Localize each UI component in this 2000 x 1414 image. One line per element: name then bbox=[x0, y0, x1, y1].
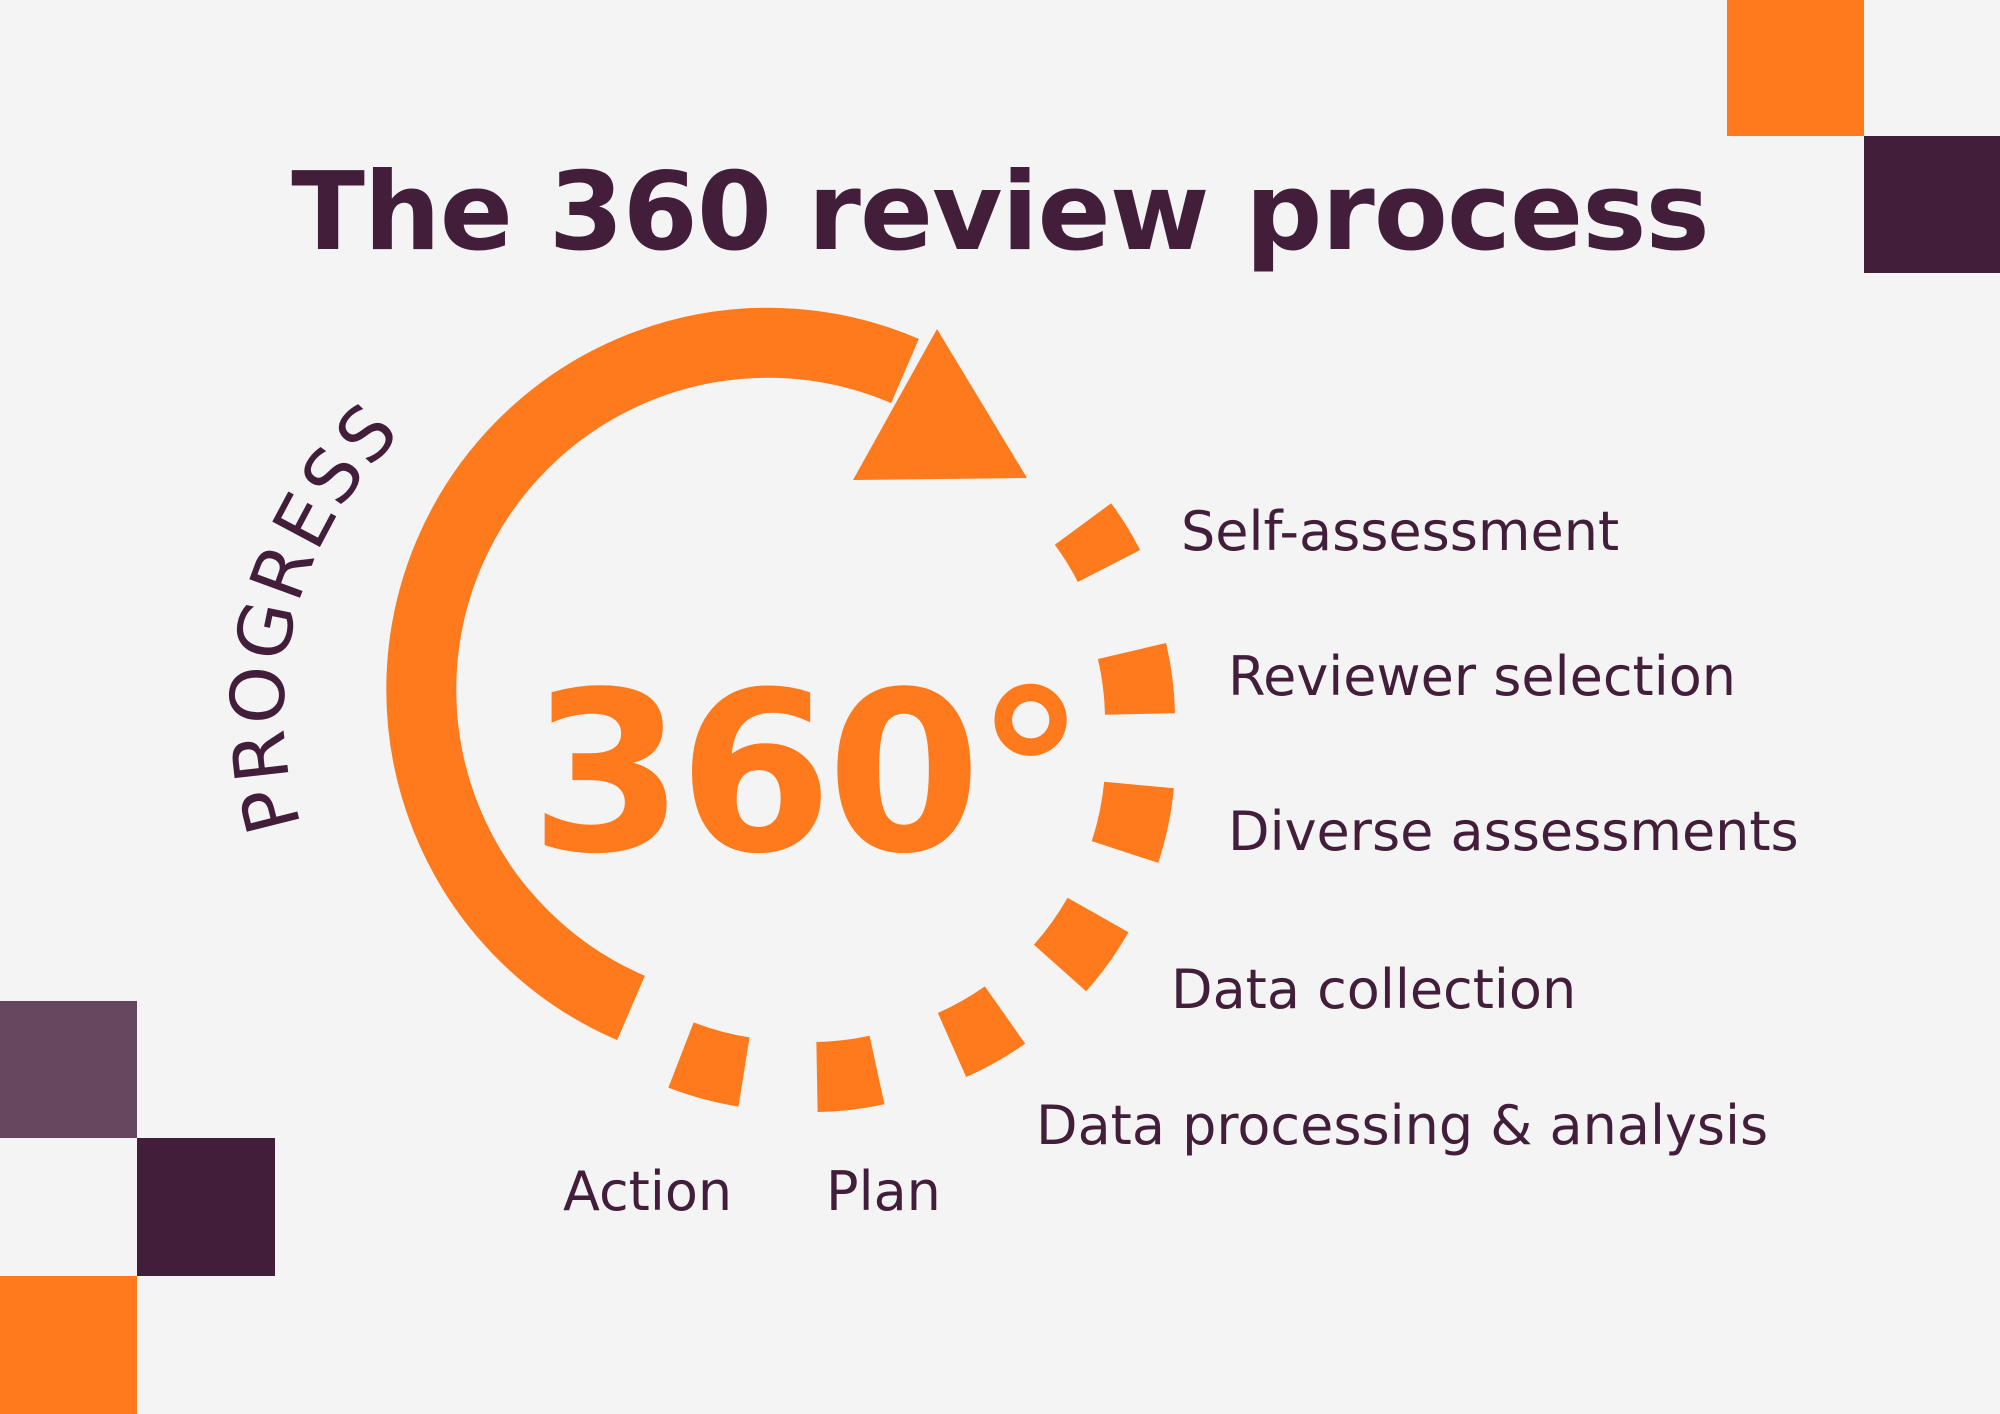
deco-square-muted-bottom bbox=[0, 1001, 137, 1138]
progress-arc bbox=[386, 307, 919, 1041]
segment-self-assessment bbox=[1054, 503, 1141, 583]
step-label-self-assessment: Self-assessment bbox=[1181, 500, 1620, 563]
segment-reviewer-selection bbox=[1097, 643, 1175, 716]
deco-square-dark-bottom bbox=[137, 1138, 275, 1276]
segment-action bbox=[668, 1022, 751, 1107]
step-label-diverse-assessments: Diverse assessments bbox=[1228, 800, 1799, 863]
deco-square-dark-top bbox=[1864, 136, 2000, 273]
progress-label: PROGRESS bbox=[215, 386, 417, 843]
segment-diverse-assessments bbox=[1091, 780, 1174, 863]
arrow-head bbox=[853, 329, 1027, 480]
step-label-data-collection: Data collection bbox=[1171, 958, 1577, 1021]
deco-square-orange-top bbox=[1727, 0, 1864, 136]
deco-square-orange-bottom bbox=[0, 1276, 137, 1414]
step-label-action: Action bbox=[563, 1160, 733, 1223]
segment-data-collection bbox=[1033, 897, 1129, 992]
step-label-plan: Plan bbox=[826, 1160, 941, 1223]
segment-data-processing bbox=[937, 986, 1026, 1078]
step-label-reviewer-selection: Reviewer selection bbox=[1228, 645, 1736, 708]
step-label-data-processing: Data processing & analysis bbox=[1036, 1094, 1769, 1157]
center-label: 360° bbox=[530, 645, 1080, 903]
page-title: The 360 review process bbox=[291, 150, 1710, 275]
cycle-segments bbox=[668, 503, 1175, 1112]
segment-plan bbox=[815, 1035, 885, 1112]
